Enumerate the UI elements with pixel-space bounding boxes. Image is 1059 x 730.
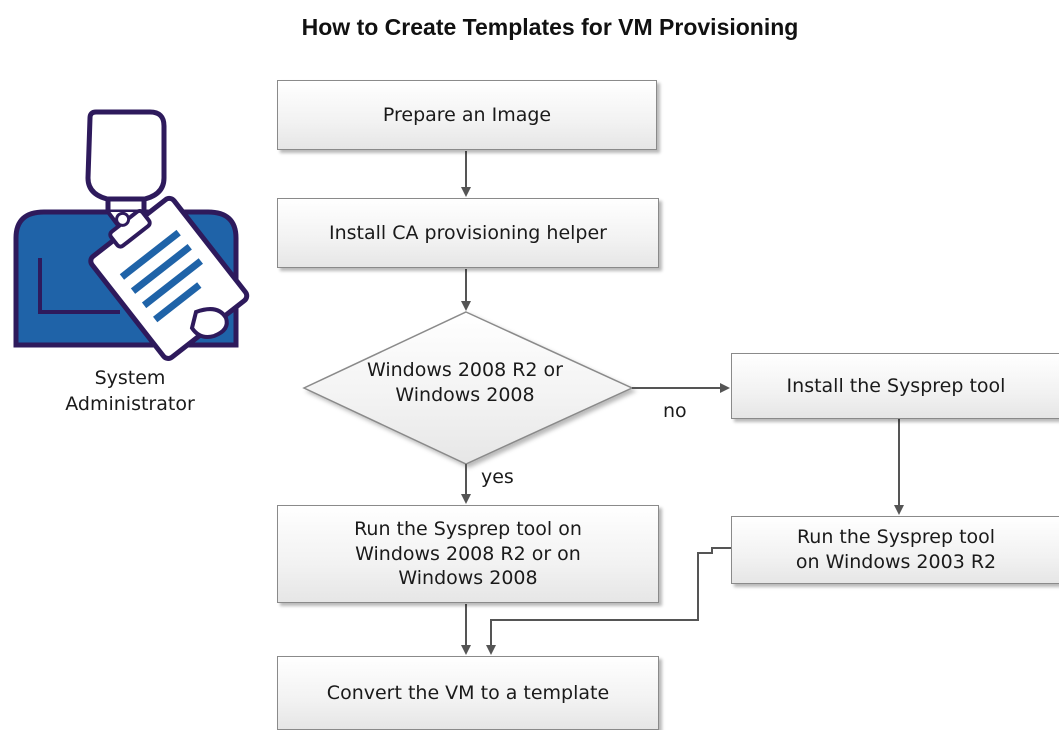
step-run-2003-line1: Run the Sysprep tool xyxy=(796,526,996,549)
step-prepare-image: Prepare an Image xyxy=(277,80,657,150)
step-prepare-image-label: Prepare an Image xyxy=(382,103,552,126)
step-run-2003-line2: on Windows 2003 R2 xyxy=(795,551,997,573)
step-run-sysprep-2003: Run the Sysprep tool on Windows 2003 R2 xyxy=(731,516,1059,584)
step-run-sysprep-2008: Run the Sysprep tool on Windows 2008 R2 … xyxy=(277,505,659,603)
arrow-run2003-to-convert xyxy=(486,547,731,655)
decision-label-line2: Windows 2008 xyxy=(395,383,535,406)
diagram-title: How to Create Templates for VM Provision… xyxy=(301,14,799,40)
step-install-sysprep-label: Install the Sysprep tool xyxy=(786,374,1006,397)
step-convert-vm-label: Convert the VM to a template xyxy=(326,681,610,704)
step-run-2008-line1: Run the Sysprep tool on xyxy=(354,517,582,540)
decision-label-line1: Windows 2008 R2 or xyxy=(366,359,563,381)
step-install-helper-label: Install CA provisioning helper xyxy=(329,221,607,244)
step-run-2008-line2: Windows 2008 R2 or on xyxy=(355,542,581,565)
actor-label: System Administrator xyxy=(40,366,220,417)
edge-label-yes: yes xyxy=(481,466,514,488)
actor-label-line1: System xyxy=(94,367,166,389)
decision-label: Windows 2008 R2 or Windows 2008 xyxy=(330,358,600,407)
edge-label-no: no xyxy=(663,400,687,422)
actor-label-line2: Administrator xyxy=(65,392,195,415)
step-install-sysprep: Install the Sysprep tool xyxy=(731,353,1059,419)
step-run-2008-line3: Windows 2008 xyxy=(398,567,538,590)
step-install-helper: Install CA provisioning helper xyxy=(277,198,659,268)
step-convert-vm: Convert the VM to a template xyxy=(277,656,659,730)
